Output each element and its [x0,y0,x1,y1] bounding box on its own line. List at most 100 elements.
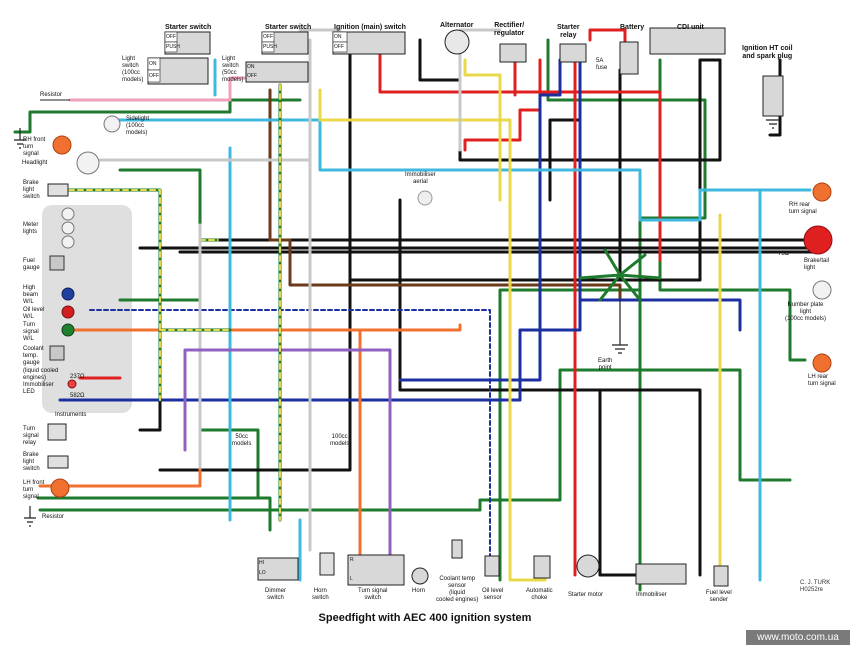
sw-on-5: ON [334,34,342,40]
wire-white-1 [98,38,312,552]
label-meter-lights: Meter lights [23,222,39,235]
earth-left-icon [14,128,26,149]
meter-light-1 [61,207,75,221]
earth-left-bottom-icon [24,506,36,527]
horn-symbol [411,567,429,585]
label-fuel-level-sender: Fuel level sender [706,590,732,603]
wire-red-1 [378,28,662,262]
fuel-gauge-symbol [49,255,65,271]
turn-signal-switch-symbol [347,554,405,586]
wire-green-yellow-1 [58,188,232,402]
high-beam-lamp [61,287,75,301]
lh-front-lamp [50,478,70,498]
label-sidelight: Sidelight (100cc models) [126,116,150,136]
rh-front-lamp [52,135,72,155]
sw-push-3: PUSH [263,44,277,50]
headlight-bulb [76,151,100,175]
label-ohm-237: 237Ω [70,374,85,380]
label-ignition-switch: Ignition (main) switch [334,24,406,31]
label-starter-relay: Starter relay [557,24,580,39]
sw-off-4: OFF [247,73,257,79]
label-turn-signal-relay: Turn signal relay [23,426,39,446]
horn-switch-symbol [319,552,335,576]
label-lh-rear: LH rear turn signal [808,374,836,387]
lh-rear-lamp [812,353,832,373]
ignition-switch-block [332,31,406,55]
label-rectifier: Rectifier/ regulator [494,22,525,37]
starter-motor-symbol [576,554,600,578]
label-starter-motor: Starter motor [568,592,604,598]
turn-relay-symbol [47,423,67,441]
wire-pink [68,76,262,102]
wire-green-yellow-1b [59,189,231,401]
label-instruments: Instruments [55,412,87,418]
label-starter-switch-2: Starter switch [265,24,312,31]
label-horn-switch: Horn switch [312,588,329,601]
wire-yellow-2 [463,58,722,577]
ignition-coil-symbol [762,75,784,117]
credit-text: C. J. TURK H0252re [800,580,830,594]
wire-lightblue-1 [108,118,762,582]
ignition-earth-icon [766,119,780,129]
wire-blue-dash [89,309,491,571]
label-starter-switch-top: Starter switch [165,24,212,31]
turn-signal-lamp [61,323,75,337]
brake-tail-lamp [803,225,833,255]
sw-off-5: OFF [334,44,344,50]
label-fuel-gauge: Fuel gauge [23,258,40,271]
label-alternator: Alternator [440,22,474,29]
label-number-plate: Number plate light (100cc models) [785,302,827,322]
sw-off-1: OFF [166,34,176,40]
label-high-beam: High beam W/L [23,285,39,305]
rh-rear-lamp [812,182,832,202]
coolant-gauge-symbol [49,345,65,361]
sw-r: R [350,557,354,563]
light-switch-100-block [147,57,209,85]
starter-switch-top-block [164,31,211,55]
label-horn: Horn [412,588,426,594]
wire-green-bottom [38,368,792,512]
auto-choke-symbol [533,555,551,579]
label-immobiliser: Immobiliser [636,592,667,598]
label-resistor-top: Resistor [40,92,63,98]
meter-light-3 [61,235,75,249]
brake-switch-top-symbol [47,183,69,197]
label-liquid-cooled: (liquid cooled engines) [23,368,59,381]
label-turn-signal-switch: Turn signal switch [358,588,388,601]
alternator-symbol [444,29,470,55]
watermark-url[interactable]: www.moto.com.ua [746,630,850,645]
wire-red-2 [78,58,577,577]
label-100cc-models: 100cc models [330,434,350,447]
rectifier-symbol [499,43,527,63]
credit-line-1: C. J. TURK [800,580,831,586]
label-light-switch-100: Light switch (100cc models) [122,56,144,83]
label-coolant-gauge: Coolant temp. gauge [23,346,44,366]
sw-on-4: ON [247,64,255,70]
immobiliser-led [67,379,77,389]
wire-lightblue-2 [213,58,302,582]
label-brake-light-switch-bot: Brake light switch [23,452,40,472]
oil-level-lamp [61,305,75,319]
cdi-unit-symbol [649,27,726,55]
label-oil-level-sensor: Oil level sensor [482,588,504,601]
label-coolant-sensor: Coolant temp sensor (liquid cooled engin… [436,576,479,603]
brake-switch-bot-symbol [47,455,69,469]
label-immobiliser-aerial: Immobiliser aerial [405,172,436,185]
earth-point-icon [612,300,628,354]
label-50cc-models: 50cc models [232,434,252,447]
immobiliser-symbol [635,563,687,585]
credit-line-2: H0252re [800,587,824,593]
coolant-sensor-symbol [451,539,463,559]
wire-black-4 [398,198,702,577]
wire-black-5 [548,58,782,202]
dimmer-switch-symbol [257,557,299,581]
label-lh-front: LH front turn signal [23,480,45,500]
label-ohm-582: 582Ω [70,393,85,399]
label-automatic-choke: Automatic choke [526,588,553,601]
starter-switch-2-block [261,31,309,55]
wire-purple [183,348,392,562]
number-plate-lamp [812,280,832,300]
oil-level-sensor-symbol [484,555,500,577]
label-75-ohm: 75Ω [778,251,790,257]
